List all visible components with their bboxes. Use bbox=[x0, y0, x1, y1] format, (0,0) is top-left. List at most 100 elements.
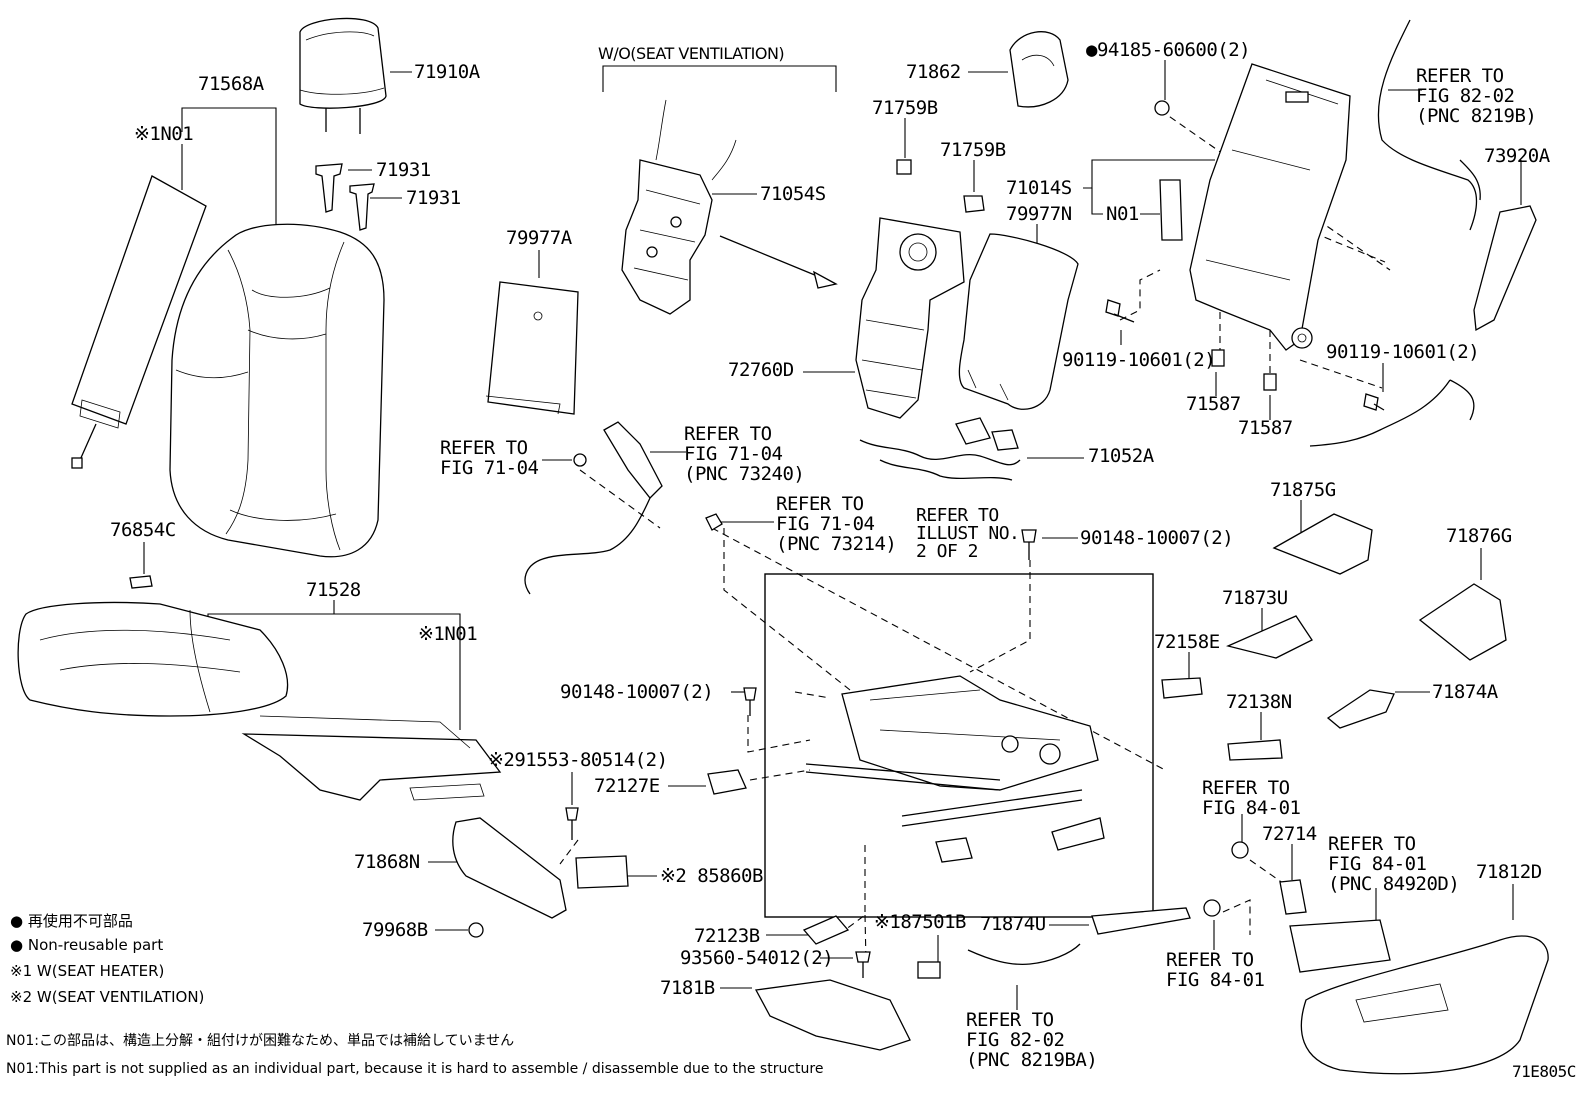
part-label-71528: 71528 bbox=[306, 579, 361, 601]
seat-cushion-71528 bbox=[17, 601, 289, 717]
nut-94185 bbox=[1154, 100, 1170, 116]
part-label-71014S: 71014S bbox=[1006, 177, 1072, 199]
refer-84-01-b-l1: REFER TO bbox=[1328, 833, 1416, 855]
part-label-72123B: 72123B bbox=[694, 925, 760, 947]
wire-harness-top bbox=[1309, 19, 1481, 447]
part-label-71931-a: 71931 bbox=[376, 159, 431, 181]
side-panel-73920A bbox=[1473, 205, 1537, 332]
switch-84920D bbox=[1289, 919, 1391, 973]
seatback-frame-71014S bbox=[1189, 63, 1351, 351]
refer-71-04-c-l2: FIG 71-04 bbox=[776, 513, 875, 535]
part-label-79977A: 79977A bbox=[506, 227, 572, 249]
part-label-90148-b: 90148-10007(2) bbox=[560, 681, 714, 703]
part-label-76854C: 76854C bbox=[110, 519, 176, 541]
frame-7181B bbox=[754, 979, 911, 1051]
part-label-72138N: 72138N bbox=[1226, 691, 1292, 713]
cover-71876G bbox=[1418, 583, 1507, 661]
refer-84-01-a-l2: FIG 84-01 bbox=[1202, 797, 1301, 819]
legend-n01-jp: N01:この部品は、構造上分解・組付けが困難なため、単品では補給していません bbox=[6, 1033, 515, 1049]
bolt-93560 bbox=[855, 951, 871, 978]
part-label-71931-b: 71931 bbox=[406, 187, 461, 209]
part-label-71052A: 71052A bbox=[1088, 445, 1154, 467]
clip-71759B-b bbox=[963, 195, 985, 213]
part-label-79968B: 79968B bbox=[362, 919, 428, 941]
note-n01-cushion: ※1N01 bbox=[418, 623, 478, 645]
knob-refer-84-01-c bbox=[1203, 899, 1221, 917]
leader-lines bbox=[143, 60, 1522, 1010]
cover-72123B bbox=[802, 915, 850, 945]
part-label-85860B: ※2 85860B bbox=[660, 865, 763, 887]
figure-id: 71E805C bbox=[1512, 1062, 1576, 1081]
part-label-94185: ●94185-60600(2) bbox=[1086, 39, 1251, 61]
part-label-73920A: 73920A bbox=[1484, 145, 1550, 167]
part-label-71759B-a: 71759B bbox=[872, 97, 938, 119]
headrest-71910A bbox=[299, 17, 387, 134]
part-label-90119-b: 90119-10601(2) bbox=[1326, 341, 1480, 363]
bolt-90119-a bbox=[1105, 299, 1135, 323]
part-label-71587-b: 71587 bbox=[1238, 417, 1293, 439]
cover-72127E bbox=[707, 769, 747, 795]
wire-71052A bbox=[859, 417, 1021, 481]
bolt-90148-a bbox=[1021, 529, 1037, 560]
refer-82-02-bot-l2: FIG 82-02 bbox=[966, 1029, 1065, 1051]
cover-71875G bbox=[1272, 513, 1373, 575]
refer-82-02-top-l1: REFER TO bbox=[1416, 65, 1504, 87]
cover-72138N bbox=[1227, 739, 1283, 761]
note-n01-frame: N01 bbox=[1106, 203, 1139, 225]
clip-76854C bbox=[129, 575, 153, 589]
refer-illust-l1: REFER TO bbox=[916, 505, 999, 526]
part-label-71759B-b: 71759B bbox=[940, 139, 1006, 161]
refer-84-01-b-l2: FIG 84-01 bbox=[1328, 853, 1427, 875]
part-label-71910A: 71910A bbox=[414, 61, 480, 83]
refer-illust-l2: ILLUST NO. bbox=[916, 523, 1020, 544]
part-label-79977N: 79977N bbox=[1006, 203, 1072, 225]
part-label-72714: 72714 bbox=[1262, 823, 1317, 845]
bolt-90148-b bbox=[743, 687, 757, 716]
part-label-71868N: 71868N bbox=[354, 851, 420, 873]
heater-pad bbox=[71, 175, 207, 469]
refer-82-02-bot-l1: REFER TO bbox=[966, 1009, 1054, 1031]
bracket-72714 bbox=[1279, 879, 1307, 915]
legend-n01-en: N01:This part is not supplied as an indi… bbox=[6, 1061, 824, 1077]
screw-291553 bbox=[565, 807, 579, 840]
part-label-71812D: 71812D bbox=[1476, 861, 1542, 883]
label-wo-seat-ventilation: W/O(SEAT VENTILATION) bbox=[598, 44, 785, 63]
part-label-71875G: 71875G bbox=[1270, 479, 1336, 501]
cover-71874U bbox=[1091, 907, 1191, 935]
frame-72760D bbox=[855, 217, 965, 419]
note-n01-heater: ※1N01 bbox=[134, 123, 194, 145]
clip-71587-b bbox=[1263, 373, 1277, 391]
assembly-lines bbox=[559, 109, 1391, 963]
heater-pad-lower bbox=[241, 715, 502, 801]
cover-72158E bbox=[1161, 677, 1203, 699]
headrest-guides-71931 bbox=[315, 163, 375, 231]
legend-note-2: ※2 W(SEAT VENTILATION) bbox=[10, 988, 205, 1006]
seat-track-assembly bbox=[805, 675, 1105, 863]
legend-note-1: ※1 W(SEAT HEATER) bbox=[10, 962, 165, 980]
frame-71054S bbox=[621, 99, 737, 315]
blower-85860B bbox=[575, 855, 629, 889]
side-cover-71812D bbox=[1300, 935, 1549, 1075]
clip-71759B-a bbox=[896, 159, 912, 175]
module-187501B bbox=[917, 961, 941, 979]
part-label-71874U: 71874U bbox=[980, 913, 1046, 935]
refer-71-04-c-l1: REFER TO bbox=[776, 493, 864, 515]
part-label-72760D: 72760D bbox=[728, 359, 794, 381]
part-label-291553: ※291553-80514(2) bbox=[488, 749, 668, 771]
assembly-box bbox=[764, 573, 1154, 918]
part-label-71862: 71862 bbox=[906, 61, 961, 83]
refer-illust-l3: 2 OF 2 bbox=[916, 541, 979, 562]
seatback-cover-71568A bbox=[169, 223, 385, 558]
refer-82-02-top-l3: (PNC 8219B) bbox=[1416, 105, 1537, 127]
part-label-71587-a: 71587 bbox=[1186, 393, 1241, 415]
direction-arrow bbox=[719, 235, 838, 289]
refer-71-04-c-l3: (PNC 73214) bbox=[776, 533, 897, 555]
refer-84-01-c-l2: FIG 84-01 bbox=[1166, 969, 1265, 991]
legend-nonreusable-en: ● Non-reusable part bbox=[10, 936, 164, 954]
refer-71-04-b-l1: REFER TO bbox=[684, 423, 772, 445]
refer-84-01-b-l3: (PNC 84920D) bbox=[1328, 873, 1460, 895]
refer-82-02-bot-l3: (PNC 8219BA) bbox=[966, 1049, 1098, 1071]
refer-71-04-b-l2: FIG 71-04 bbox=[684, 443, 783, 465]
part-label-72158E: 72158E bbox=[1154, 631, 1220, 653]
